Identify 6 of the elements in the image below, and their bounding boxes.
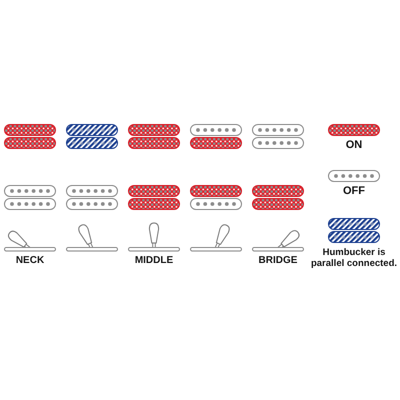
legend-label: Humbucker is parallel connected. — [310, 247, 398, 269]
position-label: MIDDLE — [134, 256, 174, 266]
position-label: BRIDGE — [258, 256, 298, 266]
legend-label: OFF — [343, 186, 365, 197]
legend-label: ON — [346, 140, 362, 151]
position-label: NECK — [16, 256, 44, 266]
